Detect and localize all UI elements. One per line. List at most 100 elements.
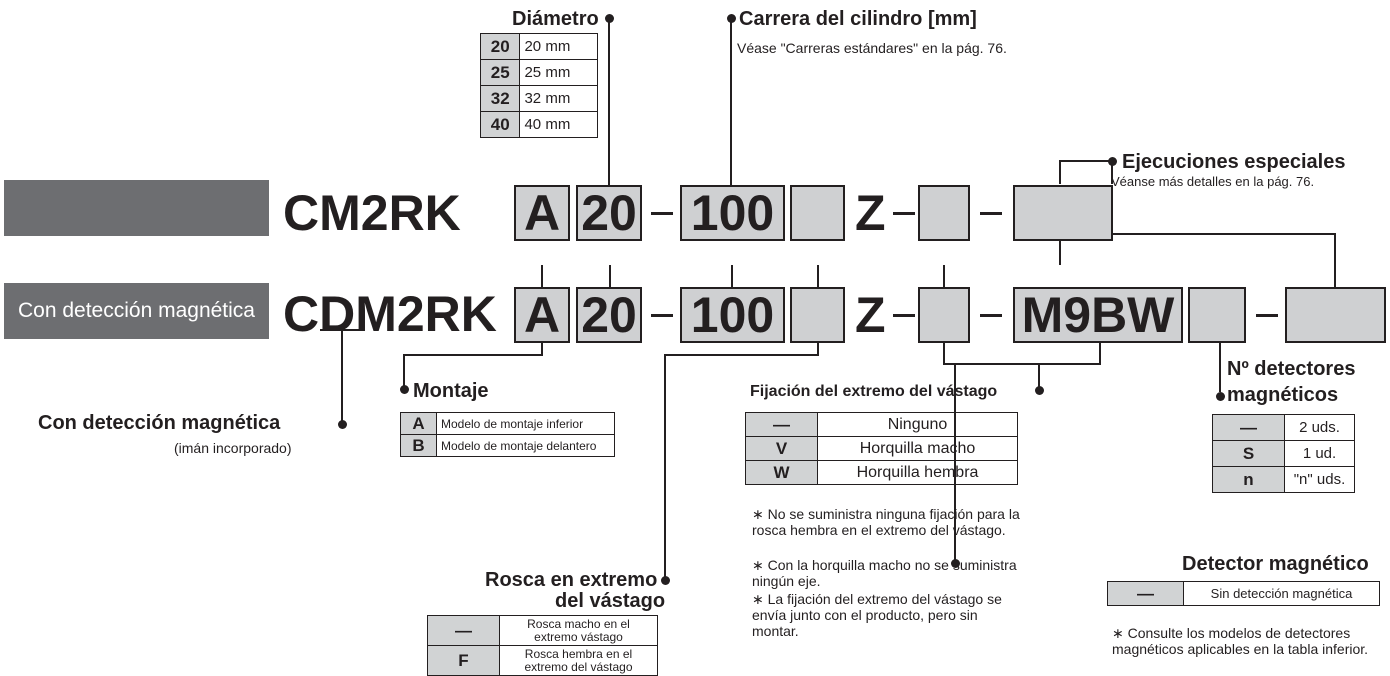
value-cell: Modelo de montaje inferior	[436, 412, 615, 435]
dot-diametro	[605, 14, 614, 23]
value-cell: Modelo de montaje delantero	[436, 434, 615, 457]
table-row: —2 uds.	[1212, 414, 1355, 441]
ejecuciones-note: Véanse más detalles en la pág. 76.	[1111, 174, 1315, 189]
code-cell: —	[1212, 414, 1285, 441]
code-cell: 25	[479, 59, 521, 86]
value-cell: 2 uds.	[1284, 414, 1355, 441]
code-cell: 20	[479, 33, 521, 60]
code-cell: —	[745, 412, 818, 437]
row1-prefix: CM2RK	[283, 185, 461, 241]
code-cell: A	[400, 412, 437, 435]
row1-special-box	[1013, 185, 1113, 241]
value-cell: 40 mm	[519, 111, 598, 138]
value-cell: Ninguno	[817, 412, 1018, 437]
row1-rod-bracket-box	[918, 185, 970, 241]
row1-stroke-box: 100	[680, 185, 785, 241]
row2-switch-count-box	[1188, 287, 1246, 343]
code-cell: n	[1212, 466, 1285, 493]
rosca-title-1: Rosca en extremo	[485, 569, 658, 591]
row2-special-box	[1285, 287, 1386, 343]
code-cell: S	[1212, 440, 1285, 467]
value-cell: Horquilla macho	[817, 436, 1018, 461]
code-cell: F	[427, 645, 500, 676]
code-cell: 32	[479, 85, 521, 112]
value-cell: "n" uds.	[1284, 466, 1355, 493]
table-row: —Ninguno	[745, 412, 1018, 437]
row1-bore-box: 20	[576, 185, 642, 241]
row2-z: Z	[855, 287, 886, 343]
table-row: —Sin detección magnética	[1107, 581, 1380, 606]
dot-ndetectores	[1216, 392, 1225, 401]
value-cell: 1 ud.	[1284, 440, 1355, 467]
row2-bore-box: 20	[576, 287, 642, 343]
ejecuciones-title: Ejecuciones especiales	[1122, 151, 1346, 173]
dot-detector	[951, 559, 960, 568]
code-cell: W	[745, 460, 818, 485]
row2-rod-bracket-box	[918, 287, 970, 343]
code-cell: V	[745, 436, 818, 461]
carrera-note: Véase "Carreras estándares" en la pág. 7…	[737, 40, 1007, 56]
row1-z: Z	[855, 185, 886, 241]
code-cell: 40	[479, 111, 521, 138]
ndetectores-title-2: magnéticos	[1227, 384, 1339, 406]
code-cell: B	[400, 434, 437, 457]
fijacion-note-3: ∗ La fijación del extremo del vástago se…	[752, 591, 1002, 639]
row2-band: Con detección magnética	[4, 283, 269, 339]
detector-table: —Sin detección magnética	[1107, 581, 1380, 606]
dot-ejecuciones	[1108, 157, 1117, 166]
value-cell: Horquilla hembra	[817, 460, 1018, 485]
row2-dash-1	[651, 314, 673, 317]
row1-band	[4, 180, 269, 236]
ndetectores-title-1: Nº detectores	[1227, 358, 1356, 380]
detector-note: ∗ Consulte los modelos de detectores mag…	[1112, 625, 1369, 657]
row2-dash-4	[1256, 314, 1278, 317]
value-cell: Rosca hembra en el extremo del vástago	[499, 645, 658, 676]
row2-rod-thread-box	[790, 287, 845, 343]
value-cell: Sin detección magnética	[1183, 581, 1380, 606]
fijacion-title: Fijación del extremo del vástago	[750, 383, 998, 400]
dot-rosca	[661, 576, 670, 585]
row2-dash-2	[893, 314, 915, 317]
row2-prefix: CDM2RK	[283, 286, 497, 342]
montaje-title: Montaje	[413, 380, 489, 402]
dot-montaje	[400, 385, 409, 394]
table-row: n"n" uds.	[1212, 466, 1355, 493]
row1-dash-1	[651, 212, 673, 215]
fijacion-note-2: ∗ Con la horquilla macho no se suministr…	[752, 557, 1017, 589]
row2-switch-box: M9BW	[1013, 287, 1183, 343]
row2-stroke-box: 100	[680, 287, 785, 343]
table-row: —Rosca macho en el extremo vástago	[427, 615, 658, 646]
value-cell: 25 mm	[519, 59, 598, 86]
row1-mount-box: A	[514, 185, 570, 241]
magnetic-sub: (imán incorporado)	[174, 440, 292, 456]
dot-fijacion	[1035, 386, 1044, 395]
value-cell: 32 mm	[519, 85, 598, 112]
dot-carrera	[727, 14, 736, 23]
value-cell: 20 mm	[519, 33, 598, 60]
row1-dash-3	[980, 212, 1002, 215]
value-cell: Rosca macho en el extremo vástago	[499, 615, 658, 646]
magnetic-title: Con detección magnética	[38, 412, 281, 434]
code-cell: —	[427, 615, 500, 646]
carrera-title: Carrera del cilindro [mm]	[739, 8, 977, 30]
diametro-title: Diámetro	[512, 8, 599, 30]
dot-magnetic	[338, 420, 347, 429]
detector-title: Detector magnético	[1182, 553, 1369, 575]
row2-mount-box: A	[514, 287, 570, 343]
rosca-title-2: del vástago	[555, 590, 666, 612]
row1-dash-2	[893, 212, 915, 215]
